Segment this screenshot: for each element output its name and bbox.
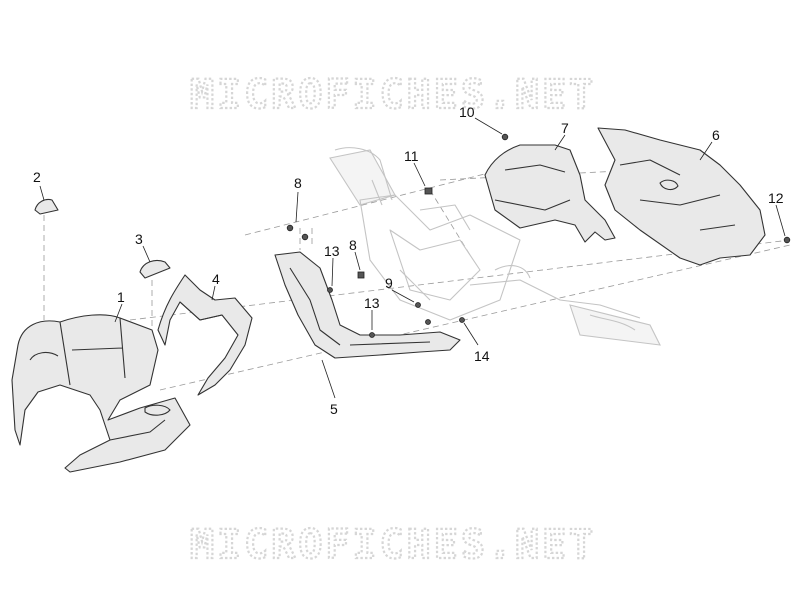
hardware	[286, 133, 791, 338]
screw-8b	[301, 233, 309, 241]
part-3-lens	[139, 259, 171, 279]
screw-14b	[459, 317, 465, 323]
callout-2: 2	[33, 169, 41, 185]
screw-9	[415, 302, 421, 308]
callout-11: 11	[404, 148, 419, 164]
screw-8a	[286, 224, 294, 232]
callout-8b: 8	[349, 237, 357, 253]
callout-9: 9	[385, 275, 393, 291]
callout-6: 6	[712, 127, 720, 143]
screw-12	[783, 236, 791, 244]
callout-10: 10	[459, 104, 475, 120]
callout-1: 1	[117, 289, 125, 305]
part-4-inner-bracket	[157, 274, 253, 396]
screw-10	[501, 133, 509, 141]
screw-13a	[327, 287, 333, 293]
screw-14a	[425, 319, 431, 325]
watermark-bottom: MICROFICHES.NET	[190, 522, 596, 568]
callout-14: 14	[474, 348, 490, 364]
handlebar-assembly	[329, 147, 661, 346]
screw-13b	[369, 332, 375, 338]
callout-13a: 13	[324, 243, 340, 259]
callout-12: 12	[768, 190, 784, 206]
leader-lines	[39, 117, 786, 399]
clip-11	[424, 187, 433, 195]
callout-4: 4	[212, 271, 220, 287]
callout-numbers: 2 3 1 4 5 6 7 8 8 9 10 11 12 13 13 14	[33, 104, 784, 417]
callout-3: 3	[135, 231, 143, 247]
clip-8	[357, 271, 365, 279]
callout-8a: 8	[294, 175, 302, 191]
callout-5: 5	[330, 401, 338, 417]
part-7-rear-cover	[484, 144, 616, 243]
callout-13b: 13	[364, 295, 380, 311]
part-2-cap	[34, 198, 59, 215]
watermark-top: MICROFICHES.NET	[190, 72, 596, 118]
callout-7: 7	[561, 120, 569, 136]
part-6-upper-cover	[597, 127, 766, 266]
part-1-front-shield	[11, 314, 191, 473]
